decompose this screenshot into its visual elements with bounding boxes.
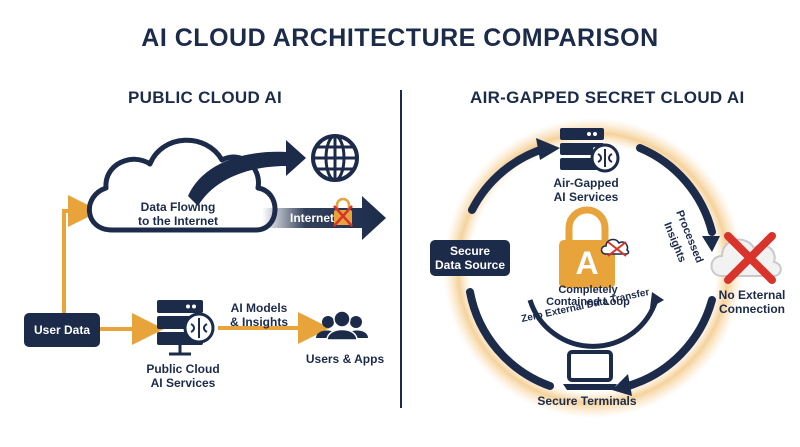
public-server-line1: Public Cloud — [146, 362, 220, 376]
cloud-label-line2: to the Internet — [138, 214, 218, 228]
outer-loop-arrows — [466, 144, 716, 390]
models-label: AI Models & Insights — [224, 301, 294, 329]
arrow-icon — [188, 140, 306, 206]
users-label: Users & Apps — [305, 352, 385, 366]
public-cloud-diagram — [62, 134, 386, 356]
secure-source-line1: Secure — [449, 244, 491, 258]
x-icon — [724, 232, 776, 284]
section-divider — [400, 90, 402, 408]
laptop-icon — [563, 350, 617, 390]
brain-icon — [590, 143, 620, 173]
no-external-line1: No External — [718, 288, 786, 302]
public-server-label: Public Cloud AI Services — [138, 362, 228, 390]
server-icon — [560, 128, 604, 170]
internet-arrow — [262, 196, 386, 240]
outer-loop-arrowheads — [536, 138, 720, 396]
brain-icon — [183, 312, 215, 344]
user-data-flow-lines — [62, 195, 330, 345]
crossed-cloud-icon — [600, 238, 630, 257]
contained-loop-line2: Contained Loop — [546, 296, 630, 308]
air-gapped-server-line1: Air-Gapped — [553, 176, 619, 190]
lock-letter: A — [575, 245, 598, 281]
secure-terminals-label: Secure Terminals — [537, 394, 637, 408]
page-title: AI CLOUD ARCHITECTURE COMPARISON — [141, 24, 659, 52]
air-gapped-diagram: A Processed Insights Zero External Data … — [443, 118, 782, 418]
contained-loop-line1: Completely — [558, 284, 618, 296]
public-cloud-heading: PUBLIC CLOUD AI — [128, 88, 283, 107]
globe-icon — [311, 134, 359, 182]
inner-loop — [527, 292, 664, 349]
air-gapped-server-label: Air-Gapped AI Services — [546, 176, 626, 204]
lock-icon — [333, 197, 353, 227]
models-label-line1: AI Models — [230, 301, 288, 315]
contained-loop-label: Completely Contained Loop — [540, 284, 636, 308]
no-external-label: No External Connection — [710, 288, 794, 316]
users-icon — [316, 310, 368, 341]
cloud-label: Data Flowing to the Internet — [128, 200, 228, 228]
models-label-line2: & Insights — [229, 315, 288, 329]
cloud-label-line1: Data Flowing — [140, 200, 216, 214]
public-server-line2: AI Services — [150, 376, 216, 390]
secure-data-source-box: Secure Data Source — [430, 240, 510, 276]
user-data-box: User Data — [24, 313, 100, 347]
no-external-line2: Connection — [719, 302, 785, 316]
secure-source-line2: Data Source — [434, 258, 506, 272]
internet-label: Internet — [290, 211, 335, 225]
air-gapped-heading: AIR-GAPPED SECRET CLOUD AI — [470, 88, 745, 107]
lock-icon: A — [559, 206, 615, 288]
air-gapped-server-line2: AI Services — [553, 190, 619, 204]
